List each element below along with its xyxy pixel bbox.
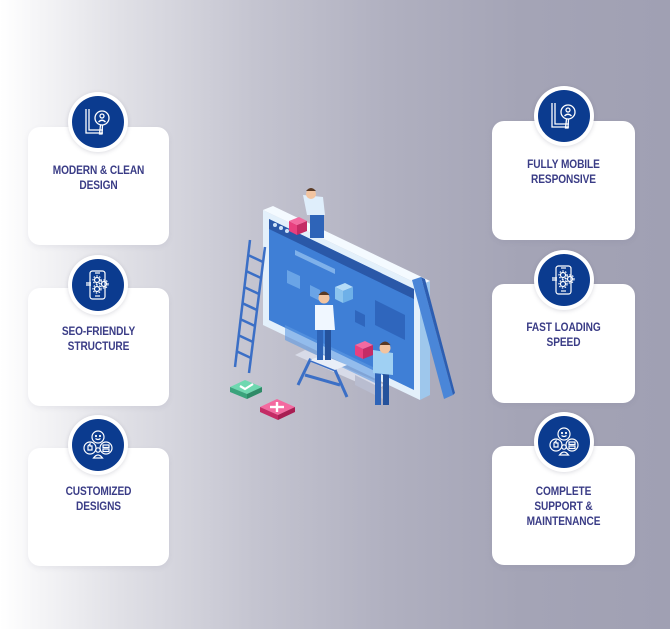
- feature-label: FULLY MOBILE RESPONSIVE: [527, 159, 600, 186]
- feature-badge: [68, 255, 128, 315]
- plus-badge-icon: [260, 399, 295, 420]
- feature-badge: [68, 415, 128, 475]
- feature-label: SEO-FRIENDLY STRUCTURE: [61, 326, 136, 353]
- people-network-icon: [72, 419, 124, 471]
- feature-card-fully-mobile-responsive: FULLY MOBILE RESPONSIVE: [492, 121, 635, 240]
- web-development-illustration: [225, 185, 455, 420]
- checkmark-badge-icon: [230, 380, 262, 399]
- feature-label: MODERN & CLEAN DESIGN: [52, 165, 145, 192]
- feature-badge: [68, 92, 128, 152]
- feature-badge: [534, 86, 594, 146]
- mobile-gears-icon: [538, 254, 590, 306]
- people-network-icon: [538, 416, 590, 468]
- mobile-gears-icon: [72, 259, 124, 311]
- magnifier-user-icon: [538, 90, 590, 142]
- feature-label: CUSTOMIZED DESIGNS: [65, 486, 132, 513]
- feature-badge: [534, 250, 594, 310]
- magnifier-user-icon: [72, 96, 124, 148]
- feature-badge: [534, 412, 594, 472]
- feature-label: FAST LOADING SPEED: [526, 322, 601, 349]
- feature-label: COMPLETE SUPPORT & MAINTENANCE: [526, 486, 601, 528]
- feature-card-seo-friendly-structure: SEO-FRIENDLY STRUCTURE: [28, 288, 169, 406]
